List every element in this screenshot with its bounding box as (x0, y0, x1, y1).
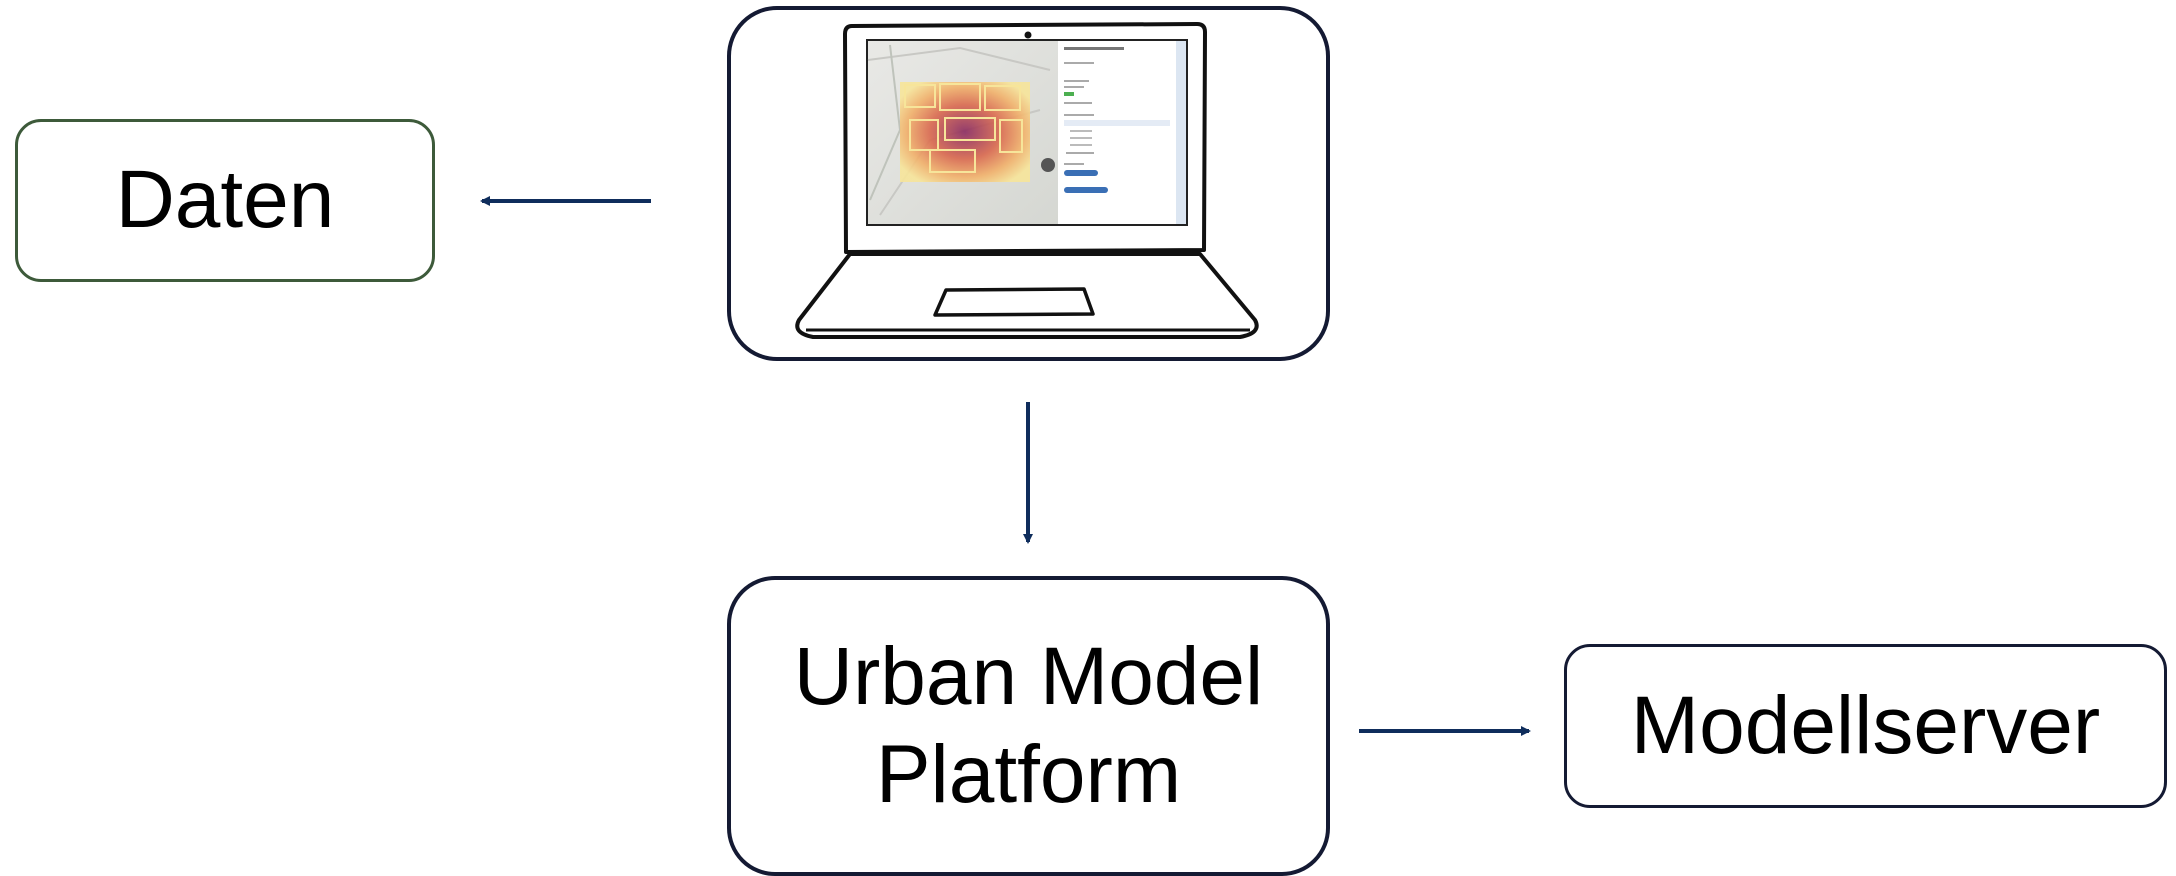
urban-model-platform-label-line2: Platform (875, 729, 1182, 820)
urban-model-platform-label: Urban Model Platform (794, 628, 1263, 825)
modellserver-label: Modellserver (1630, 679, 2101, 771)
urban-model-platform-label-line1: Urban Model (793, 630, 1264, 722)
daten-node: Daten (15, 119, 435, 282)
modellserver-node: Modellserver (1564, 644, 2167, 808)
daten-label: Daten (115, 154, 335, 246)
urban-model-platform-node: Urban Model Platform (727, 576, 1330, 876)
map-heatmap-icon (867, 41, 1058, 224)
laptop-icon (795, 22, 1259, 339)
